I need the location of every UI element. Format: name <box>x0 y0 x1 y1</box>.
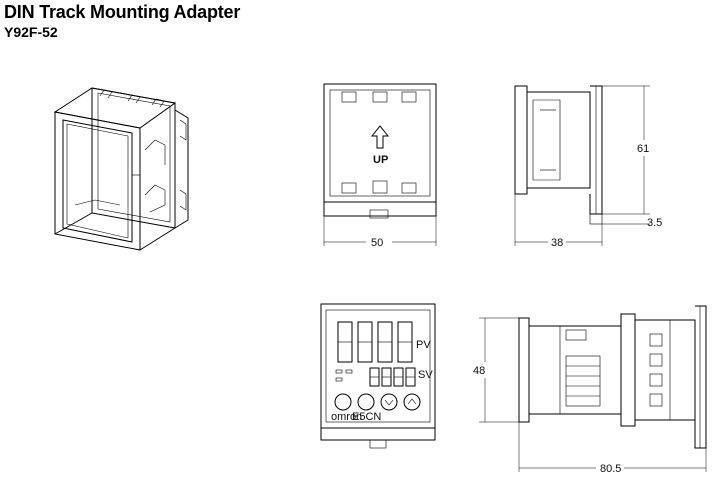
down-button <box>380 393 398 411</box>
model-mark: E5CN <box>352 411 381 423</box>
dim-rail-3-5: 3.5 <box>647 217 662 229</box>
sv-indicator: SV <box>418 369 433 381</box>
document-title: DIN Track Mounting Adapter <box>4 2 241 22</box>
front-view: UP 50 <box>323 83 437 249</box>
isometric-view <box>53 87 189 251</box>
dim-depth-38: 38 <box>551 237 563 249</box>
dim-height-61: 61 <box>637 143 649 155</box>
dim-width-50: 50 <box>371 237 383 249</box>
level-button <box>334 393 352 411</box>
sub-display <box>369 367 416 387</box>
side-view: 61 3.5 38 <box>514 85 662 249</box>
mounted-side-view: 48 80.5 <box>473 305 707 475</box>
pv-indicator: PV <box>416 339 431 351</box>
up-label: UP <box>373 154 388 166</box>
dim-height-48: 48 <box>473 365 485 377</box>
brand-mark: omron <box>331 411 362 423</box>
controller-front-view: PV SV omron E5CN <box>320 303 436 449</box>
main-display <box>337 321 413 363</box>
up-button <box>403 393 421 411</box>
mode-button <box>357 393 375 411</box>
model-number: Y92F-52 <box>4 24 58 40</box>
dim-depth-80-5: 80.5 <box>600 463 621 475</box>
